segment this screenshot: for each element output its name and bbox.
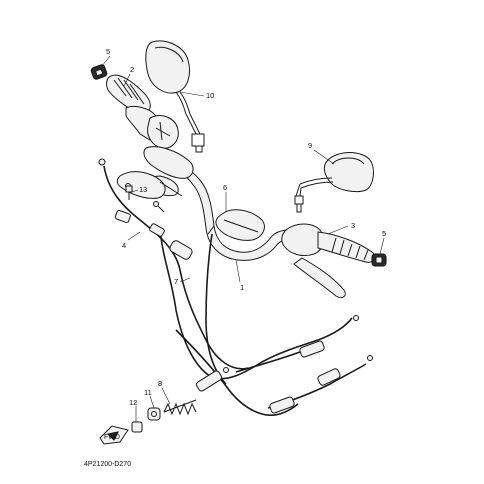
right-mirror (294, 152, 374, 213)
callout-12: 12 (129, 398, 137, 407)
callout-6: 6 (223, 183, 227, 192)
callout-labels: 5 2 10 9 13 6 3 5 4 7 1 8 11 12 (106, 47, 386, 407)
washer-part (131, 421, 143, 433)
callout-5-left: 5 (106, 47, 110, 56)
right-lever-grip (281, 223, 376, 299)
callout-4: 4 (122, 241, 126, 250)
diagram-code: 4P21200-D270 (84, 461, 131, 468)
callout-5-right: 5 (382, 229, 386, 238)
callout-2: 2 (130, 65, 134, 74)
leader-lines (101, 55, 385, 422)
callout-13: 13 (139, 185, 147, 194)
fwd-mark: FWD (104, 434, 120, 441)
callout-10: 10 (206, 91, 214, 100)
callout-8: 8 (158, 379, 162, 388)
center-holder (215, 209, 265, 241)
right-grip-end (371, 253, 387, 267)
fwd-arrow-icon: FWD (99, 425, 129, 445)
left-mirror (145, 40, 205, 153)
callout-11: 11 (144, 388, 152, 397)
screw-part (125, 185, 133, 200)
cable-ends (98, 158, 373, 373)
nut-part (147, 407, 161, 421)
callout-7: 7 (174, 277, 178, 286)
spring-part (163, 399, 197, 416)
callout-9: 9 (308, 141, 312, 150)
callout-1: 1 (240, 283, 244, 292)
left-grip-end (90, 64, 108, 80)
callout-3: 3 (351, 221, 355, 230)
cable-adjusters (114, 209, 341, 414)
